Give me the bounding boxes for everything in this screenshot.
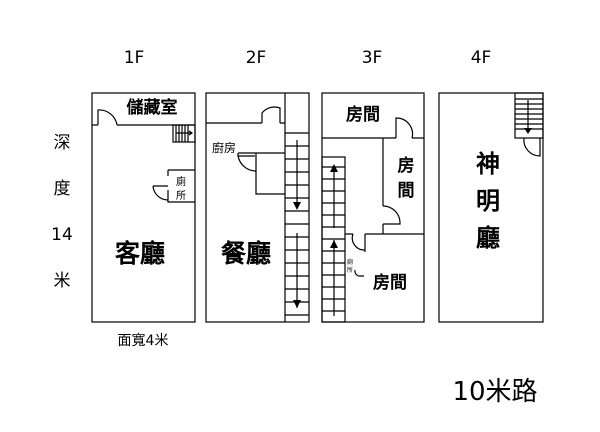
room-living: 客廳	[115, 239, 165, 268]
room-toilet-3f-b: 所	[347, 266, 353, 274]
room-3f-mid-b: 間	[398, 181, 415, 201]
floor-label-4f: 4F	[471, 48, 492, 68]
room-kitchen: 廚房	[212, 140, 236, 155]
depth-label-4: 米	[54, 271, 71, 291]
room-shrine-c: 廳	[476, 224, 500, 252]
room-toilet-1f-b: 所	[176, 190, 186, 202]
floor-2f-plan	[205, 92, 310, 323]
room-storage: 儲藏室	[127, 97, 178, 118]
road-label: 10米路	[452, 377, 537, 407]
floor-1f-plan	[91, 92, 196, 323]
width-label: 面寬4米	[118, 332, 169, 349]
floor-label-2f: 2F	[246, 48, 267, 68]
room-shrine-b: 明	[476, 187, 500, 215]
room-shrine-a: 神	[476, 150, 500, 178]
depth-label-2: 度	[54, 179, 71, 199]
floor-4f-plan	[438, 92, 544, 323]
depth-label-1: 深	[54, 133, 71, 153]
depth-label-3: 14	[51, 225, 73, 245]
room-3f-top: 房間	[346, 104, 380, 125]
floor-label-1f: 1F	[124, 48, 145, 68]
room-dining: 餐廳	[221, 239, 271, 268]
room-toilet-1f-a: 廁	[176, 175, 186, 188]
room-3f-mid-a: 房	[398, 155, 415, 176]
room-3f-bottom: 房間	[373, 272, 407, 293]
floor-label-3f: 3F	[362, 48, 383, 68]
floor-3f-plan	[321, 92, 425, 323]
room-toilet-3f-a: 廁	[347, 258, 353, 266]
